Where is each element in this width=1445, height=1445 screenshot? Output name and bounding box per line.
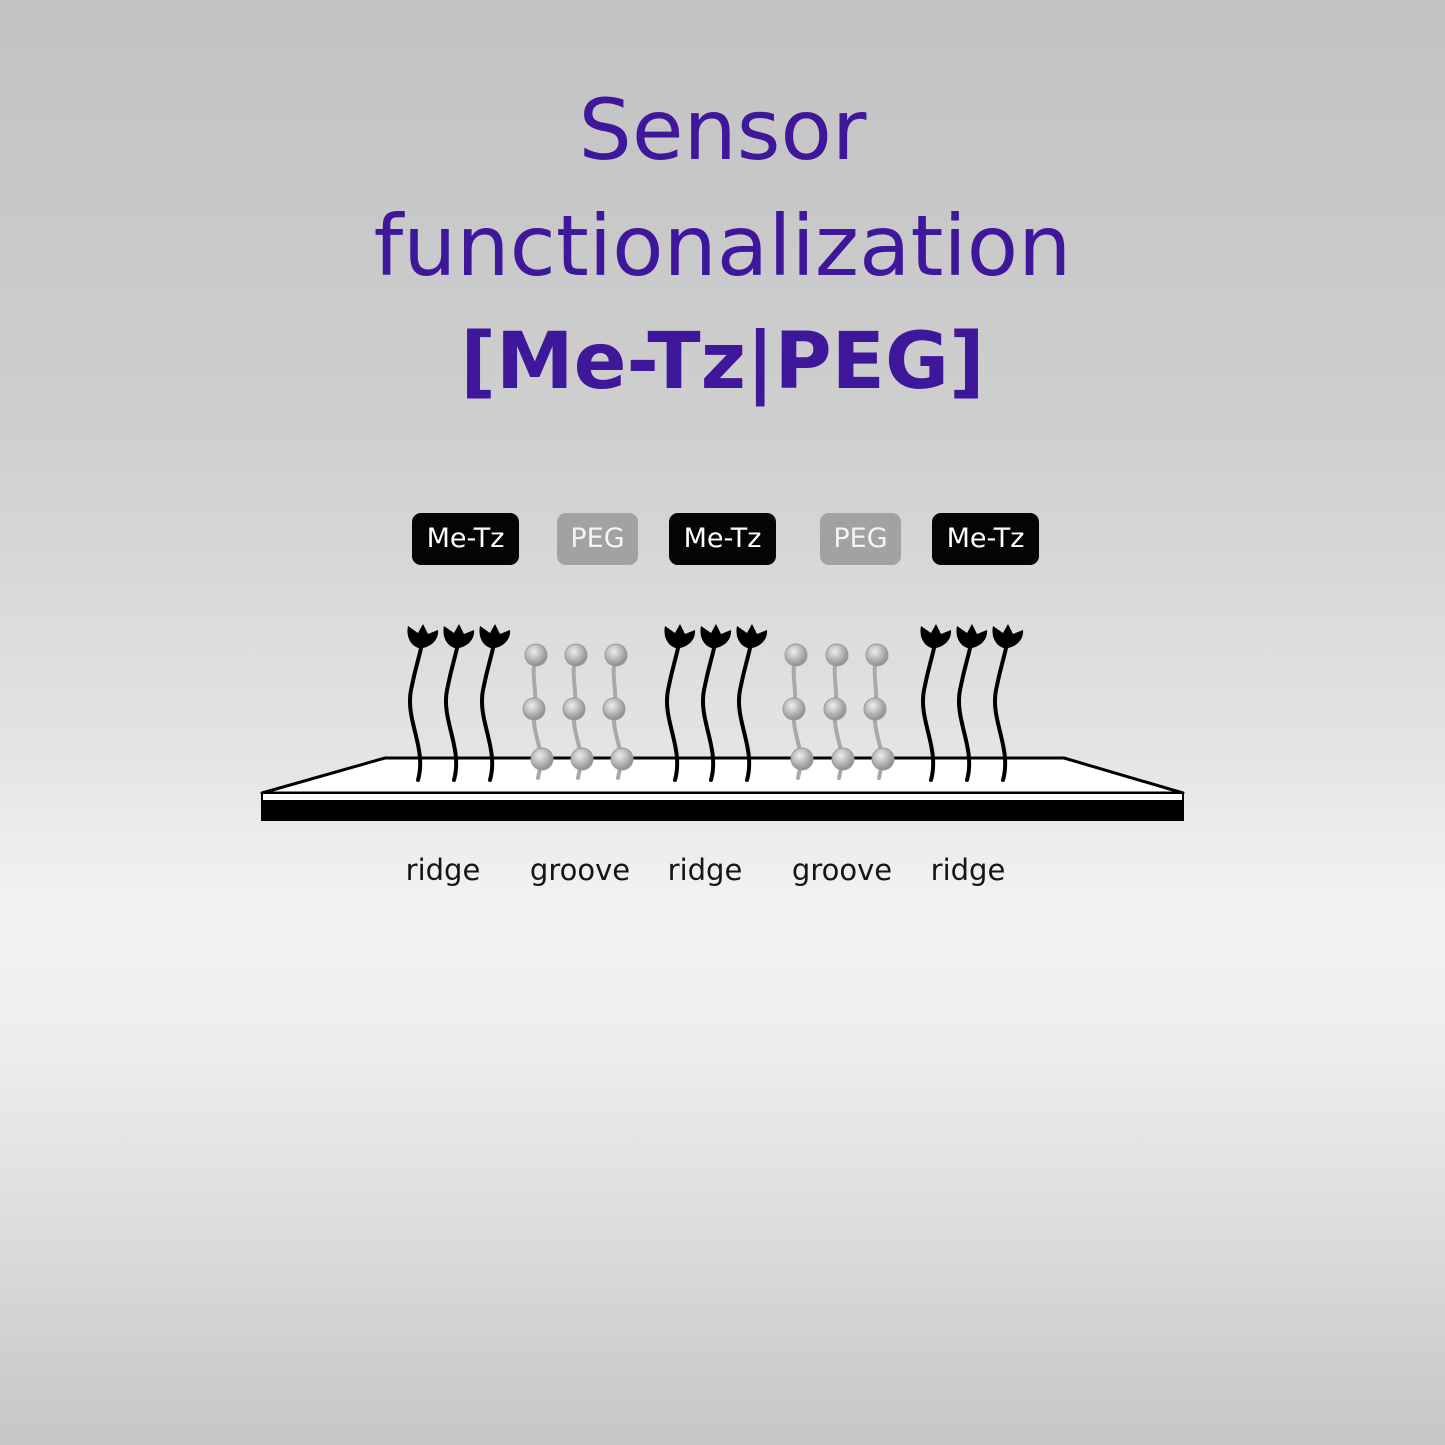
region-label-groove-2: groove — [791, 853, 893, 887]
region-label-ridge-2: ridge — [667, 853, 743, 887]
badge-me-tz-3: Me-Tz — [932, 513, 1039, 565]
me-tz-linker — [992, 624, 1024, 782]
peg-chain — [522, 643, 554, 780]
peg-chain — [602, 643, 634, 780]
me-tz-linker — [479, 624, 511, 782]
substrate — [260, 756, 1185, 821]
title-line-2: functionalization — [373, 197, 1072, 295]
badge-me-tz-2: Me-Tz — [669, 513, 776, 565]
me-tz-linker — [443, 624, 475, 782]
region-label-ridge-1: ridge — [405, 853, 481, 887]
region-label-ridge-3: ridge — [930, 853, 1006, 887]
badge-peg-1: PEG — [557, 513, 638, 565]
me-tz-linker — [664, 624, 696, 782]
region-label-groove-1: groove — [529, 853, 631, 887]
title-line-1: Sensor — [578, 81, 867, 179]
peg-chain — [823, 643, 855, 780]
me-tz-linker — [956, 624, 988, 782]
badge-peg-2: PEG — [820, 513, 901, 565]
badge-me-tz-1: Me-Tz — [412, 513, 519, 565]
title-line-3: [Me-Tz|PEG] — [460, 317, 985, 407]
me-tz-linker — [700, 624, 732, 782]
me-tz-linker — [920, 624, 952, 782]
peg-chain — [562, 643, 594, 780]
peg-chain — [782, 643, 814, 780]
me-tz-linker — [736, 624, 768, 782]
peg-chain — [863, 643, 895, 780]
me-tz-linker — [407, 624, 439, 782]
